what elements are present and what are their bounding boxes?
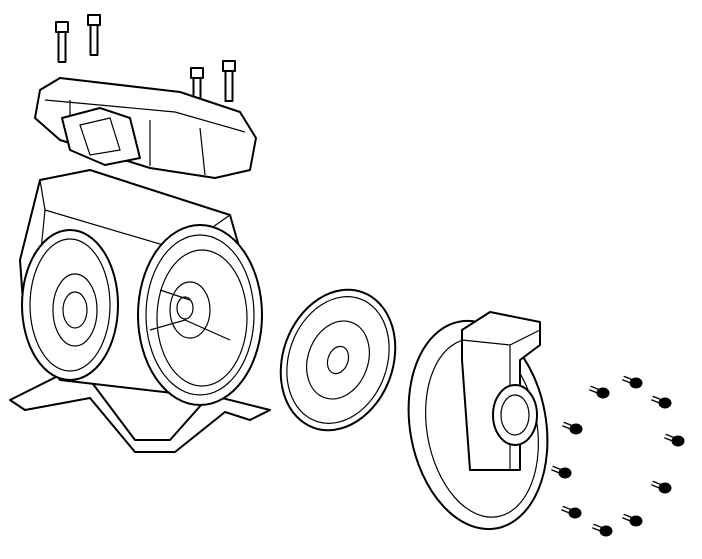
top-cover [34,77,257,179]
main-housing [9,169,271,453]
cap-screw [589,385,610,399]
top-bolts [55,14,236,109]
cap-screw [87,14,101,56]
cap-screw [664,433,685,447]
cap-screw [622,375,643,389]
cap-screw [622,513,643,527]
side-bolts [551,375,685,537]
end-cap [407,311,549,531]
cap-screw [651,395,672,409]
cap-screw [551,465,572,479]
cap-screw [562,421,583,435]
cap-screw [651,480,672,494]
cap-screw [561,505,582,519]
cap-screw [55,21,69,63]
diaphragm [279,288,397,432]
cap-screw [592,523,613,537]
cap-screw [222,60,236,102]
